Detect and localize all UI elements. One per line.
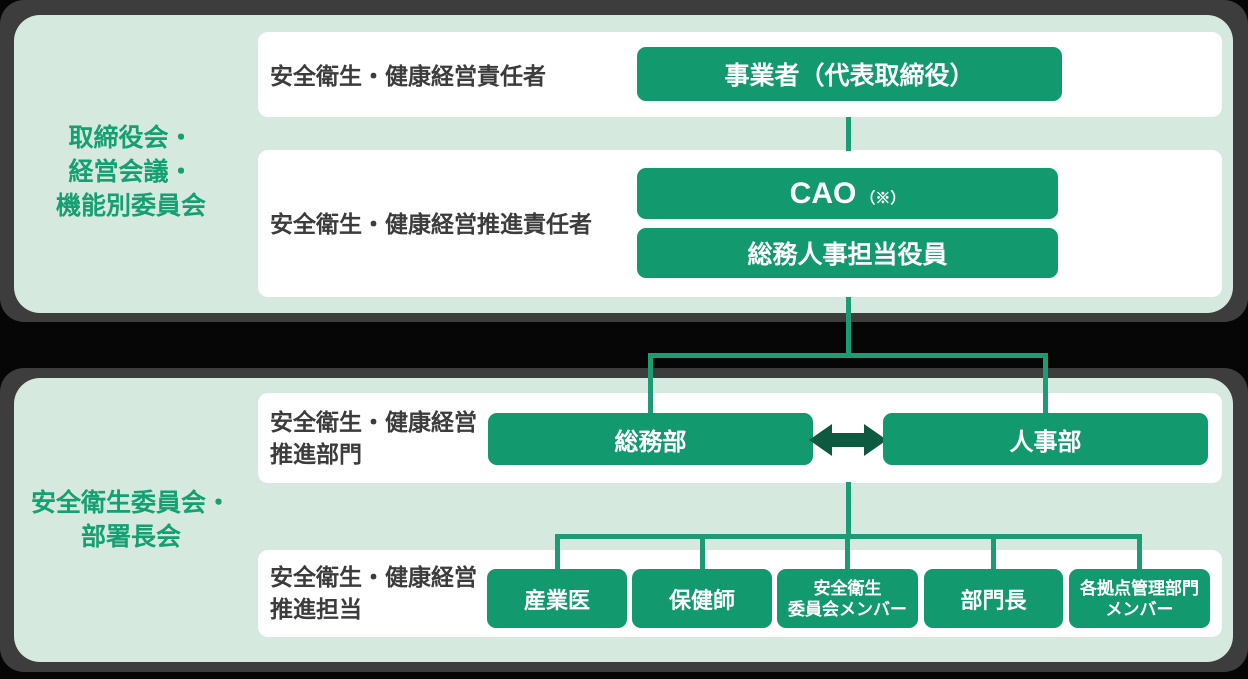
node-jigyosha: 事業者（代表取締役） [637,47,1062,101]
node-soumu-jinji-yakuin: 総務人事担当役員 [637,228,1058,278]
connector-center-vertical-top [846,297,851,358]
connector-drop-soumubu [648,353,653,413]
node-anzeneisei-member: 安全衛生 委員会メンバー [777,569,918,628]
label-promotion-responsible: 安全衛生・健康経営推進責任者 [270,211,592,237]
connector-drop-jinjibu [1043,353,1048,413]
node-hokenshi: 保健師 [632,569,772,628]
node-sangyoi: 産業医 [487,569,627,628]
node-cao: CAO （※） [637,168,1058,219]
node-cao-main: CAO [789,176,857,210]
side-label-board-committees: 取締役会・ 経営会議・ 機能別委員会 [55,124,206,220]
connector-drop-sangyoi [555,534,560,569]
connector-drop-kakkyoten [1137,534,1142,569]
label-promotion-department: 安全衛生・健康経営 推進部門 [270,409,477,467]
label-health-management-responsible: 安全衛生・健康経営責任者 [270,63,546,89]
connector-center-vertical-bottom [846,482,851,537]
label-promotion-staff: 安全衛生・健康経営 推進担当 [270,564,477,622]
arrow-shaft [829,433,867,447]
node-bumoncho: 部門長 [924,569,1063,628]
connector-drop-anzeneisei [845,534,850,569]
connector-drop-hokenshi [700,534,705,569]
connector-bracket-top [648,353,1048,358]
node-cao-note: （※） [860,190,906,207]
double-arrow-icon [809,424,887,456]
arrow-head-right [864,424,887,456]
node-jinjibu: 人事部 [883,413,1208,465]
connector-jigyosha-to-cao [846,117,851,151]
connector-drop-bumoncho [991,534,996,569]
side-label-safety-committee: 安全衛生委員会・ 部署長会 [30,489,231,551]
arrow-head-left [809,424,832,456]
node-soumubu: 総務部 [488,413,813,465]
node-kakkyoten-member: 各拠点管理部門 メンバー [1069,569,1210,628]
